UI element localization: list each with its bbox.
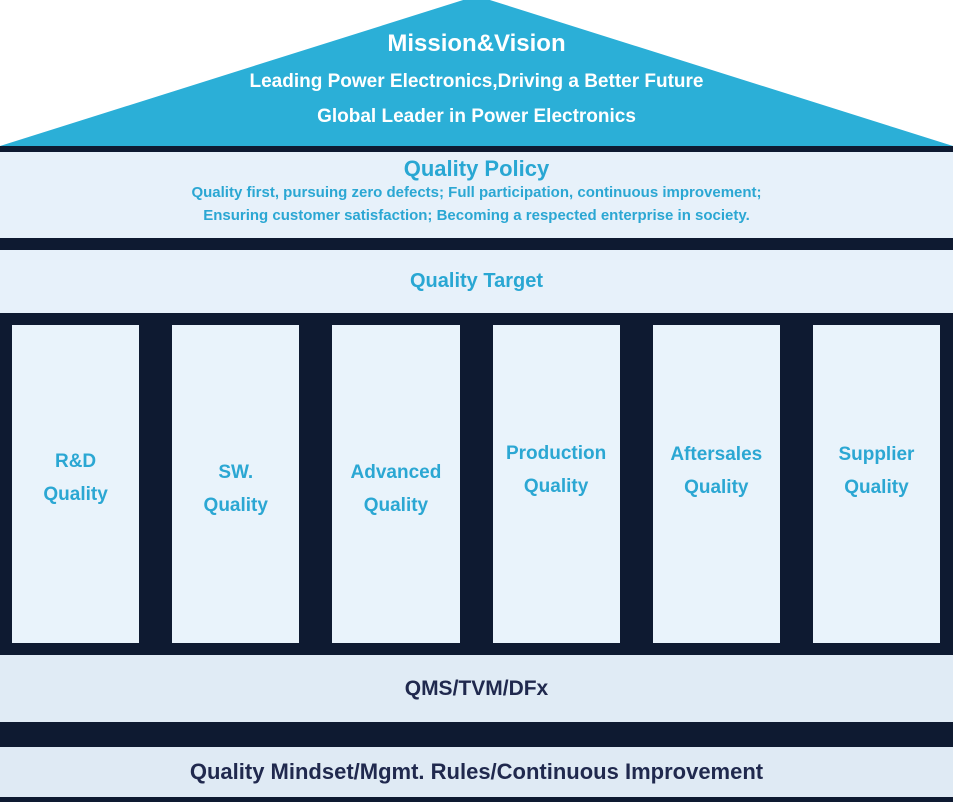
- house-structure: Quality Policy Quality first, pursuing z…: [0, 146, 953, 802]
- pillar-line-2: Quality: [43, 484, 108, 505]
- pillar-line-1: Aftersales: [670, 444, 763, 465]
- quality-policy-band: Quality Policy Quality first, pursuing z…: [0, 152, 953, 238]
- pillar-line-1: R&D: [54, 451, 97, 472]
- quality-policy-title: Quality Policy: [403, 156, 550, 181]
- qms-foundation-label: QMS/TVM/DFx: [404, 676, 549, 700]
- pillar-line-2: Quality: [844, 477, 909, 498]
- pillar-line-2: Quality: [203, 495, 268, 516]
- pillar-production-quality: Production Quality: [492, 325, 620, 643]
- pillar-aftersales-quality: Aftersales Quality: [652, 325, 780, 643]
- pillar-line-1: SW.: [218, 462, 254, 483]
- pillar-label: R&D Quality: [43, 445, 107, 511]
- divider-target-pillars: [0, 313, 953, 325]
- mission-statement: Leading Power Electronics,Driving a Bett…: [249, 71, 704, 92]
- pillar-advanced-quality: Advanced Quality: [332, 325, 460, 643]
- pillar-line-2: Quality: [523, 476, 589, 497]
- quality-mindset-base-label: Quality Mindset/Mgmt. Rules/Continuous I…: [189, 759, 764, 784]
- quality-policy-line-2: Ensuring customer satisfaction; Becoming…: [203, 207, 750, 224]
- pillar-line-1: Advanced: [350, 462, 442, 483]
- qms-foundation-band: QMS/TVM/DFx: [0, 655, 953, 722]
- vision-statement: Global Leader in Power Electronics: [317, 106, 636, 127]
- pillar-sw-quality: SW. Quality: [172, 325, 300, 643]
- quality-pillars-row: R&D Quality SW. Quality Advanced Quality…: [0, 325, 953, 643]
- pillar-line-2: Quality: [684, 477, 749, 498]
- divider-pillars-qms: [0, 643, 953, 655]
- quality-target-band: Quality Target: [0, 250, 953, 313]
- quality-target-title: Quality Target: [410, 270, 543, 292]
- divider-qms-base: [0, 722, 953, 747]
- divider-policy-target: [0, 238, 953, 250]
- pillar-label: Supplier Quality: [838, 438, 914, 504]
- pillar-label: SW. Quality: [204, 456, 268, 522]
- pillar-line-1: Supplier: [838, 444, 915, 465]
- bottom-edge-strip: [0, 797, 953, 802]
- mission-vision-roof: Mission&Vision Leading Power Electronics…: [0, 0, 953, 146]
- pillar-label: Advanced Quality: [351, 456, 442, 522]
- quality-mindset-base-band: Quality Mindset/Mgmt. Rules/Continuous I…: [0, 747, 953, 797]
- pillar-supplier-quality: Supplier Quality: [812, 325, 941, 643]
- mission-vision-title: Mission&Vision: [387, 30, 566, 57]
- quality-policy-line-1: Quality first, pursuing zero defects; Fu…: [191, 184, 762, 201]
- pillar-rd-quality: R&D Quality: [12, 325, 140, 643]
- pillar-line-1: Production: [505, 443, 607, 464]
- pillar-label: Production Quality: [506, 437, 606, 503]
- pillar-label: Aftersales Quality: [670, 438, 762, 504]
- pillar-line-2: Quality: [363, 495, 429, 516]
